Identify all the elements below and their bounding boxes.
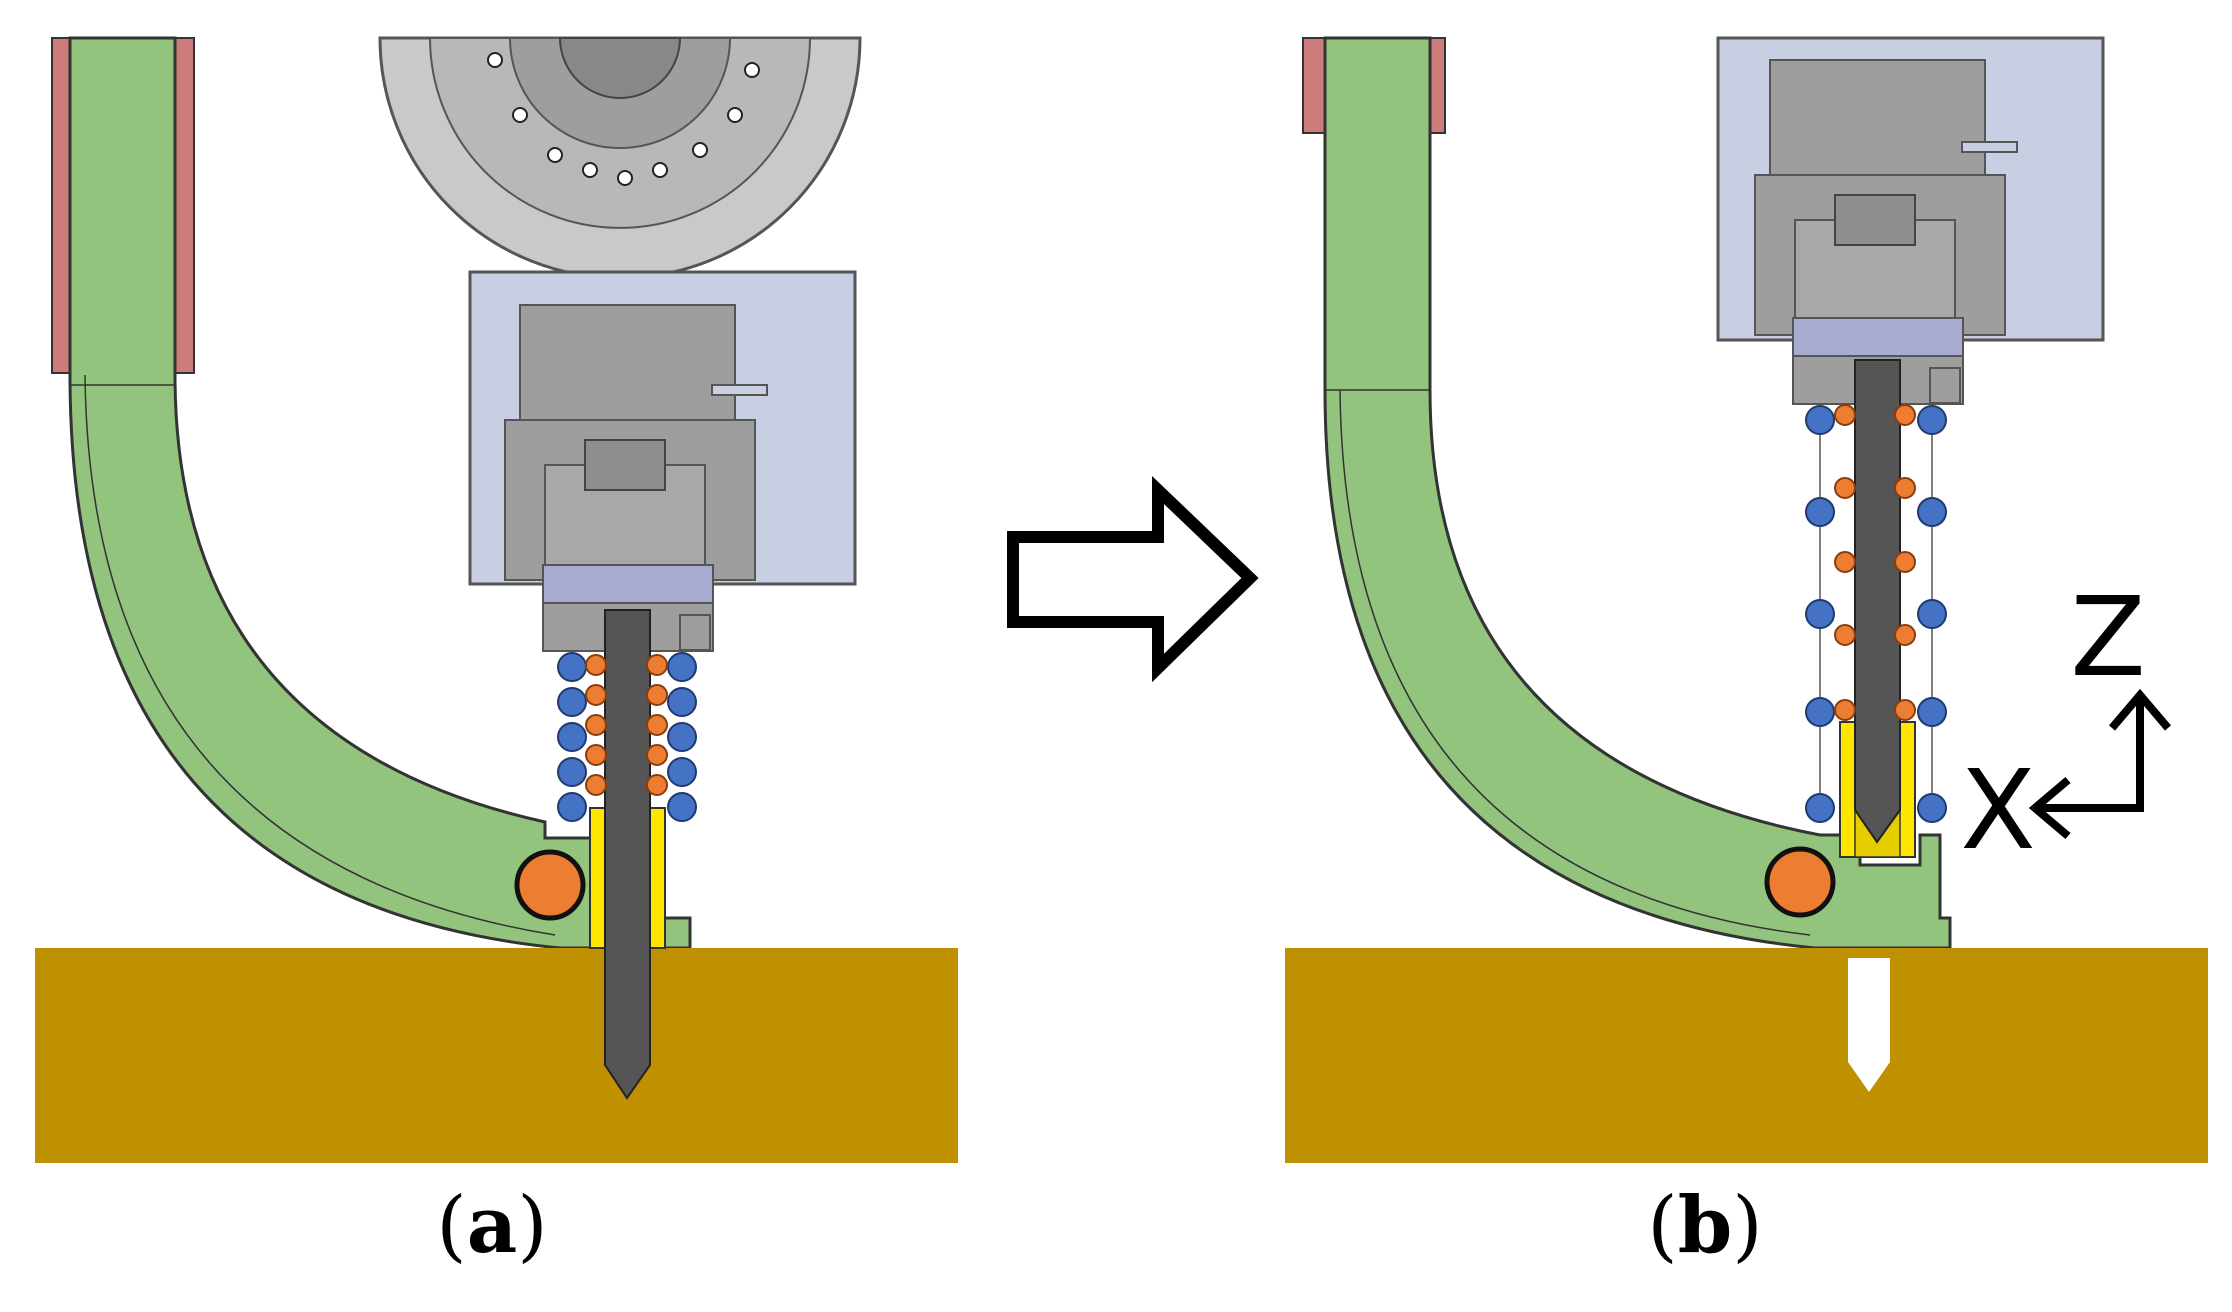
z-axis-arrowhead	[2108, 688, 2172, 731]
inner-spring-a-coil	[646, 714, 668, 736]
outer-spring-a-coil	[557, 722, 587, 752]
inner-spring-b-coil	[1834, 404, 1856, 426]
panel-b: Z X	[1285, 36, 2208, 1163]
outer-spring-b-coil	[1805, 497, 1835, 527]
inner-spring-b-coil	[1834, 699, 1856, 721]
hollow-right-arrow-icon	[1007, 475, 1259, 683]
collar-a	[542, 564, 714, 604]
workpiece-b	[1285, 948, 2208, 1163]
caption-b-letter: b	[1677, 1180, 1733, 1271]
inner-spring-b-coil	[1894, 404, 1916, 426]
outer-spring-b-coil	[1805, 405, 1835, 435]
z-axis-label: Z	[2070, 573, 2145, 701]
outer-spring-b-coil	[1917, 497, 1947, 527]
inner-spring-b	[1834, 404, 1916, 721]
tool-b	[1854, 359, 1901, 844]
caption-b-close: )	[1732, 1181, 1763, 1271]
inner-spring-a-coil	[646, 744, 668, 766]
inner-spring-b-coil	[1834, 477, 1856, 499]
outer-spring-b-coil	[1805, 599, 1835, 629]
inner-spring-a	[585, 654, 668, 796]
outer-spring-a-coil	[667, 757, 697, 787]
outer-spring-a-coil	[667, 792, 697, 822]
inner-spring-b-coil	[1894, 699, 1916, 721]
outer-spring-b-coil	[1805, 697, 1835, 727]
caption-b: (b)	[1605, 1180, 1805, 1271]
guide-inner-line-a	[84, 374, 556, 936]
outer-spring-a-coil	[557, 687, 587, 717]
housing-slot-a	[711, 384, 768, 396]
x-axis-arrowhead	[2028, 776, 2071, 840]
inner-spring-a-coil	[646, 684, 668, 706]
caption-a-letter: a	[466, 1180, 518, 1271]
chuck-top-a	[584, 439, 666, 491]
side-nub-a	[679, 614, 711, 651]
inner-spring-b-coil	[1834, 551, 1856, 573]
inner-spring-b-coil	[1894, 551, 1916, 573]
outer-spring-a-coil	[667, 722, 697, 752]
caption-a-open: (	[436, 1181, 467, 1271]
inner-spring-a-coil	[585, 744, 607, 766]
chuck-top-b	[1834, 194, 1916, 246]
coordinate-axes: Z X	[1960, 573, 2172, 874]
outer-spring-a-coil	[557, 757, 587, 787]
caption-a-close: )	[517, 1181, 548, 1271]
caption-a: (a)	[392, 1180, 592, 1271]
caption-b-open: (	[1647, 1181, 1678, 1271]
housing-inner-a	[519, 304, 736, 421]
guide-arm-b	[1323, 36, 1952, 950]
housing-inner-b	[1769, 59, 1986, 176]
outer-spring-b-coil	[1917, 405, 1947, 435]
inner-spring-b-coil	[1834, 624, 1856, 646]
inner-spring-a-coil	[585, 654, 607, 676]
outer-spring-a-coil	[667, 687, 697, 717]
wheel-bolt-holes-a	[487, 52, 760, 186]
outer-spring-b	[1805, 405, 1947, 823]
outer-spring-b-coil	[1805, 793, 1835, 823]
side-nub-b	[1929, 367, 1961, 404]
guide-inner-line-b	[1339, 389, 1811, 936]
guide-arm-a	[68, 36, 692, 950]
workpiece-a	[35, 948, 958, 1163]
outer-spring-a-coil	[667, 652, 697, 682]
tool-a	[604, 609, 651, 1100]
outer-spring-a-coil	[557, 652, 587, 682]
outer-spring-b-coil	[1917, 793, 1947, 823]
outer-spring-b-coil	[1917, 599, 1947, 629]
inner-spring-b-coil	[1894, 624, 1916, 646]
outer-spring-b-coil	[1917, 697, 1947, 727]
inner-spring-a-coil	[585, 714, 607, 736]
inner-spring-a-coil	[585, 774, 607, 796]
inner-spring-a-coil	[646, 774, 668, 796]
housing-slot-b	[1961, 141, 2018, 153]
inner-spring-b-coil	[1894, 477, 1916, 499]
panel-a	[35, 36, 958, 1163]
outer-spring-a	[557, 652, 697, 822]
outer-spring-a-coil	[557, 792, 587, 822]
drilled-hole-b	[1848, 958, 1890, 1092]
inner-spring-a-coil	[646, 654, 668, 676]
guide-ball-a	[514, 849, 586, 921]
guide-ball-b	[1764, 846, 1836, 918]
inner-spring-a-coil	[585, 684, 607, 706]
x-axis-label: X	[1960, 746, 2035, 874]
wheel-center-a	[558, 37, 682, 99]
collar-b	[1792, 317, 1964, 357]
